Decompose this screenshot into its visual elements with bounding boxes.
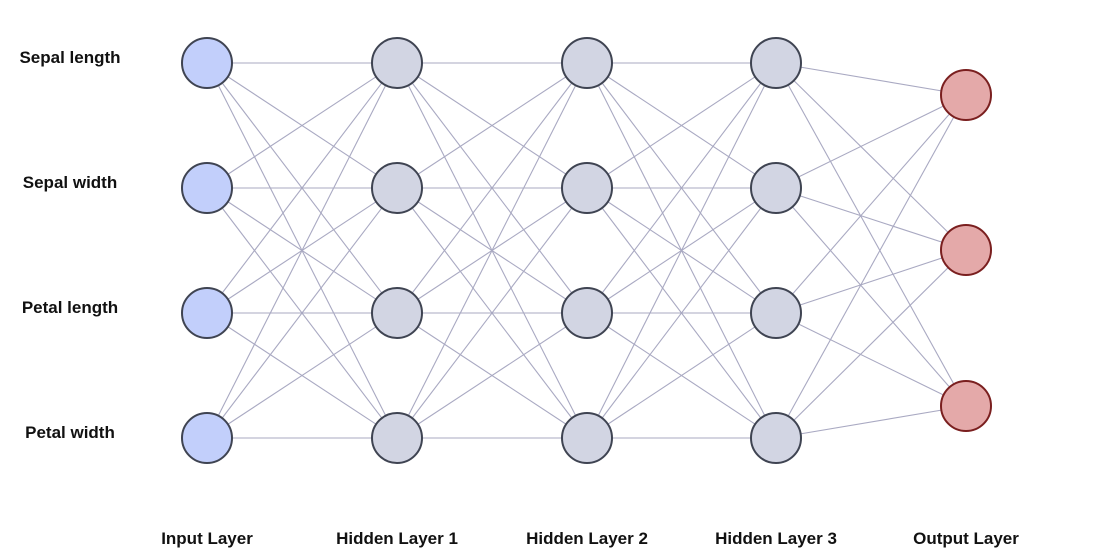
hidden-neuron-1-3 xyxy=(371,412,423,464)
hidden-neuron-2-3 xyxy=(561,412,613,464)
input-neuron-0-0 xyxy=(181,37,233,89)
connection-l3n2-l4n1 xyxy=(775,249,967,314)
feature-label-sepal-width: Sepal width xyxy=(23,173,117,192)
input-neuron-0-1 xyxy=(181,162,233,214)
feature-label-petal-width: Petal width xyxy=(25,423,115,442)
connection-l2n3-l3n2 xyxy=(586,312,777,439)
connection-l2n1-l3n0 xyxy=(586,62,777,189)
connection-l3n0-l4n1 xyxy=(775,62,967,251)
connection-l2n3-l3n0 xyxy=(586,62,777,439)
hidden-neuron-2-1 xyxy=(561,162,613,214)
hidden-neuron-1-0 xyxy=(371,37,423,89)
hidden-neuron-2-2 xyxy=(561,287,613,339)
connection-l1n3-l2n1 xyxy=(396,187,588,439)
connection-l0n3-l1n0 xyxy=(206,62,398,439)
connection-l3n0-l4n2 xyxy=(775,62,967,407)
feature-label-petal-length: Petal length xyxy=(22,298,118,317)
connection-l3n2-l4n0 xyxy=(775,94,967,314)
hidden-neuron-3-2 xyxy=(750,287,802,339)
connection-l3n1-l4n1 xyxy=(775,187,967,251)
connection-l3n1-l4n0 xyxy=(775,94,967,189)
hidden-neuron-3-1 xyxy=(750,162,802,214)
hidden-neuron-1-2 xyxy=(371,287,423,339)
connection-group xyxy=(206,62,967,439)
connection-l1n1-l2n0 xyxy=(396,62,588,189)
hidden-neuron-3-0 xyxy=(750,37,802,89)
hidden-neuron-3-3 xyxy=(750,412,802,464)
input-neuron-0-3 xyxy=(181,412,233,464)
connection-l3n1-l4n2 xyxy=(775,187,967,407)
connection-l3n0-l4n0 xyxy=(775,62,967,96)
output-neuron-4-2 xyxy=(940,380,992,432)
feature-label-sepal-length: Sepal length xyxy=(19,48,120,67)
feature-label-group: Sepal length Sepal width Petal length Pe… xyxy=(19,48,120,442)
connection-l2n3-l3n1 xyxy=(586,187,777,439)
layer-label-hidden-1: Hidden Layer 1 xyxy=(336,529,458,548)
connection-l1n3-l2n2 xyxy=(396,312,588,439)
output-neuron-4-1 xyxy=(940,224,992,276)
connection-l3n2-l4n2 xyxy=(775,312,967,407)
connection-l3n3-l4n0 xyxy=(775,94,967,439)
input-neuron-0-2 xyxy=(181,287,233,339)
layer-label-hidden-2: Hidden Layer 2 xyxy=(526,529,648,548)
neuron-group xyxy=(181,37,992,464)
connection-l0n2-l1n0 xyxy=(206,62,398,314)
connection-l3n3-l4n1 xyxy=(775,249,967,439)
connection-l0n3-l1n1 xyxy=(206,187,398,439)
layer-label-hidden-3: Hidden Layer 3 xyxy=(715,529,837,548)
connection-l1n2-l2n0 xyxy=(396,62,588,314)
layer-label-output: Output Layer xyxy=(913,529,1019,548)
connection-l0n1-l1n0 xyxy=(206,62,398,189)
hidden-neuron-1-1 xyxy=(371,162,423,214)
hidden-neuron-2-0 xyxy=(561,37,613,89)
connection-l0n3-l1n2 xyxy=(206,312,398,439)
connection-l3n3-l4n2 xyxy=(775,405,967,439)
layer-label-group: Input Layer Hidden Layer 1 Hidden Layer … xyxy=(161,529,1019,548)
output-neuron-4-0 xyxy=(940,69,992,121)
layer-label-input: Input Layer xyxy=(161,529,253,548)
connection-l1n3-l2n0 xyxy=(396,62,588,439)
connection-l2n2-l3n0 xyxy=(586,62,777,314)
